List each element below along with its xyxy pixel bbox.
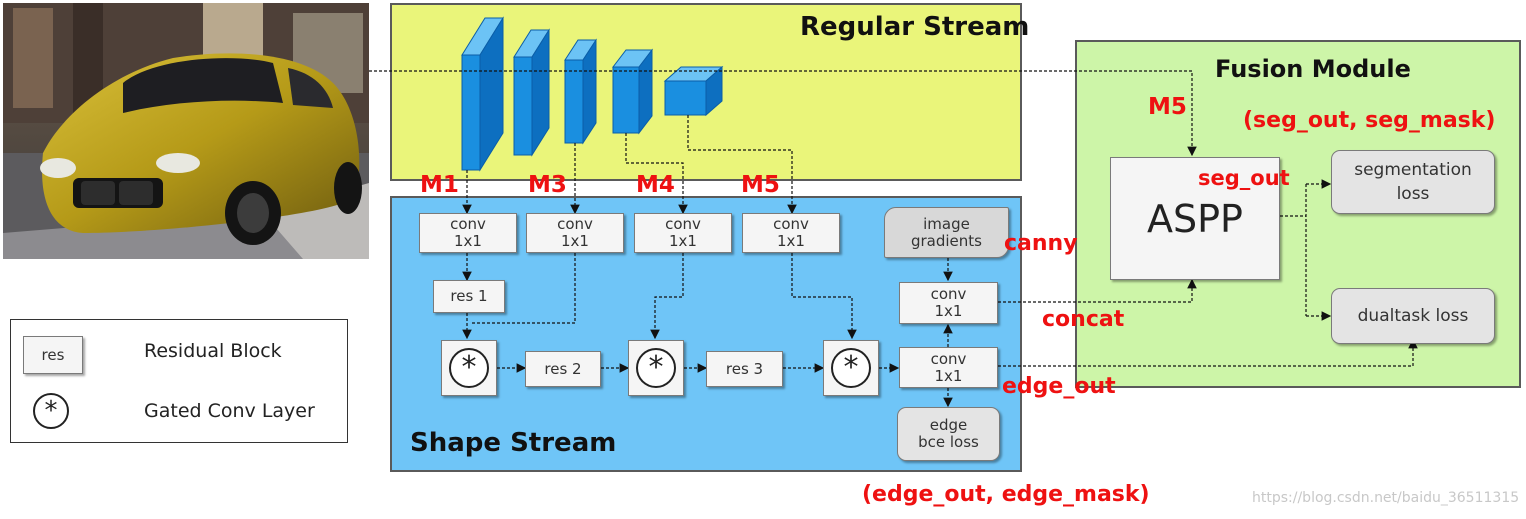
m5-fusion-label: M5	[1148, 94, 1187, 120]
gated-conv-3: *	[823, 340, 879, 396]
gated-conv-2: *	[628, 340, 684, 396]
fusion-module-title: Fusion Module	[1215, 55, 1411, 83]
asterisk-icon: *	[449, 348, 489, 388]
res-2-block: res 2	[525, 351, 601, 387]
asterisk-icon: *	[636, 348, 676, 388]
m5-shape-label: M5	[741, 172, 780, 198]
m3-label: M3	[528, 172, 567, 198]
backbone-block-5	[663, 65, 724, 117]
conv-1x1-bottom-box: conv 1x1	[899, 347, 998, 388]
conv-1x1-box-2: conv 1x1	[526, 213, 624, 253]
segmentation-loss-box: segmentation loss	[1331, 150, 1495, 214]
backbone-block-2	[513, 28, 550, 157]
legend: res Residual Block * Gated Conv Layer	[10, 319, 348, 443]
backbone-block-3	[564, 38, 597, 145]
seg-out-mask-label: (seg_out, seg_mask)	[1243, 108, 1496, 133]
shape-stream-title: Shape Stream	[410, 428, 617, 458]
m4-label: M4	[636, 172, 675, 198]
canny-label: canny	[1004, 231, 1078, 256]
legend-res-box: res	[23, 336, 83, 374]
conv-1x1-box-4: conv 1x1	[742, 213, 840, 253]
image-gradients-box: image gradients	[884, 207, 1009, 258]
gated-conv-1: *	[441, 340, 497, 396]
edge-out-mask-label: (edge_out, edge_mask)	[862, 482, 1150, 507]
seg-out-label: seg_out	[1198, 166, 1290, 190]
res-1-block: res 1	[433, 280, 505, 313]
conv-1x1-box-3: conv 1x1	[634, 213, 732, 253]
res-3-block: res 3	[706, 351, 783, 387]
legend-gate-icon: *	[33, 393, 69, 429]
regular-stream-title: Regular Stream	[800, 12, 1030, 42]
edge-bce-loss-box: edge bce loss	[897, 407, 1000, 461]
dualtask-loss-box: dualtask loss	[1331, 288, 1495, 344]
backbone-block-1	[461, 16, 504, 172]
concat-label: concat	[1042, 307, 1125, 332]
conv-1x1-box-1: conv 1x1	[419, 213, 517, 253]
backbone-block-4	[611, 48, 654, 135]
input-car-photo	[3, 3, 369, 259]
edge-out-label: edge_out	[1002, 374, 1116, 399]
legend-residual-block-label: Residual Block	[144, 340, 282, 362]
legend-gated-conv-label: Gated Conv Layer	[144, 400, 315, 422]
m1-label: M1	[420, 172, 459, 198]
conv-1x1-top-box: conv 1x1	[899, 282, 998, 324]
asterisk-icon: *	[831, 348, 871, 388]
watermark-url: https://blog.csdn.net/baidu_36511315	[1252, 490, 1520, 506]
aspp-block: ASPP	[1110, 157, 1280, 280]
